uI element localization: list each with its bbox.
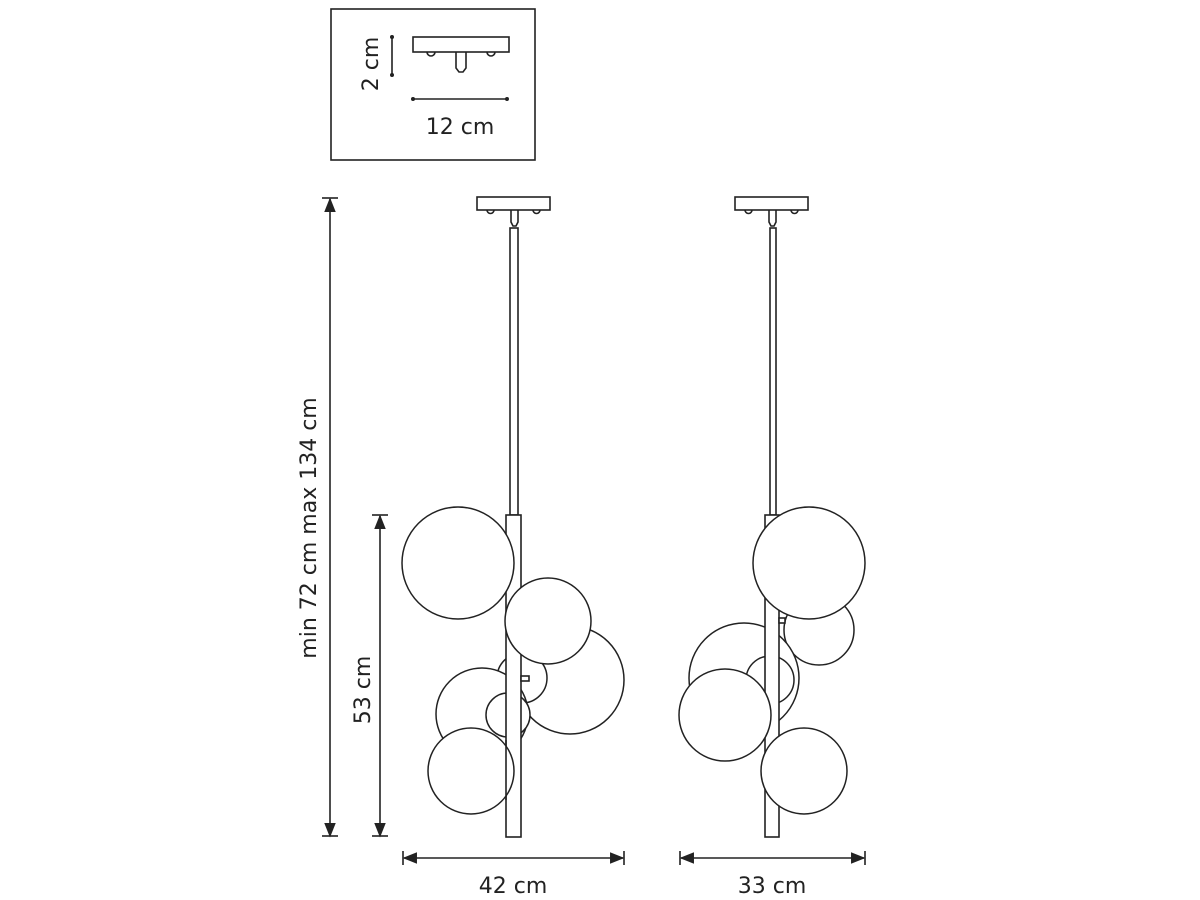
total-height-label: min 72 cm max 134 cm: [297, 397, 322, 658]
side-width-label: 33 cm: [738, 874, 807, 899]
side-width-dimension: [679, 851, 866, 865]
glass-globe: [401, 506, 515, 620]
front-view-lamp: [401, 196, 625, 838]
glass-globe: [752, 506, 866, 620]
body-height-dimension: [372, 514, 388, 838]
inset-height-label: 2 cm: [359, 37, 384, 92]
side-view-lamp: [678, 196, 866, 838]
front-width-label: 42 cm: [479, 874, 548, 899]
glass-globe: [427, 727, 515, 815]
canopy: [476, 196, 551, 211]
canopy: [734, 196, 809, 211]
total-height-dimension: [322, 197, 338, 838]
inset-frame: [330, 8, 536, 161]
suspension-rod: [769, 227, 777, 516]
glass-globe: [678, 668, 772, 762]
suspension-rod: [509, 227, 519, 516]
inset-width-dimension: [411, 97, 509, 101]
glass-globe: [504, 577, 592, 665]
glass-globe: [760, 727, 848, 815]
canopy-detail-inset: 2 cm 12 cm: [330, 8, 536, 161]
body-height-label: 53 cm: [351, 656, 376, 725]
inset-height-dimension: [390, 35, 394, 77]
front-width-dimension: [402, 851, 625, 865]
inset-canopy: [412, 36, 510, 73]
inset-width-label: 12 cm: [426, 115, 495, 140]
